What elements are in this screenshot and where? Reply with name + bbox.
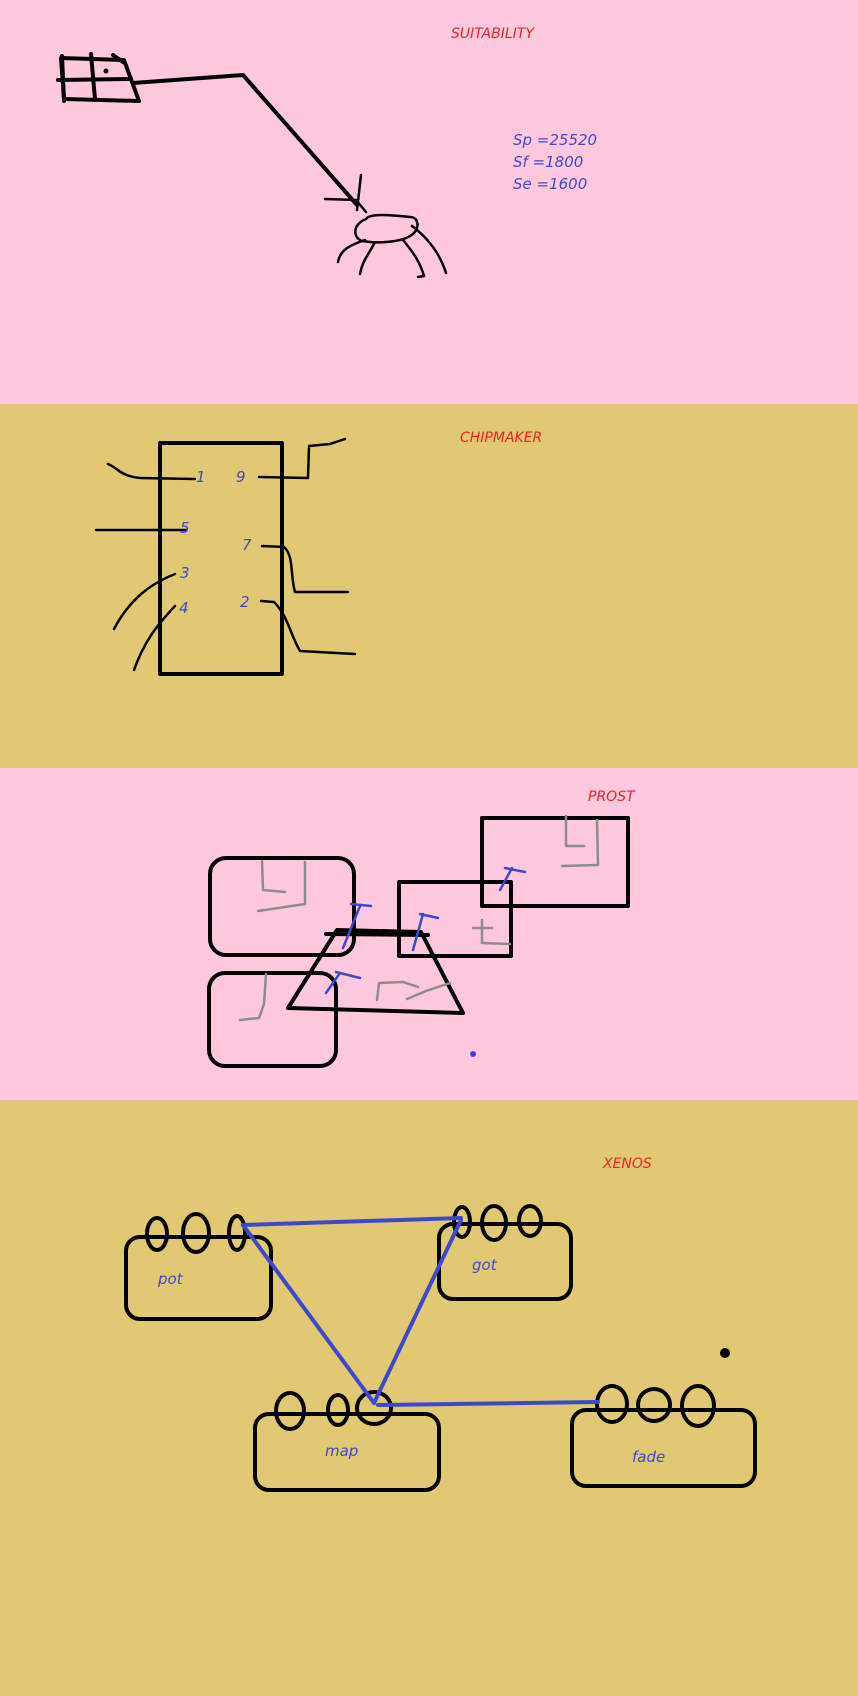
creature-sketch xyxy=(323,173,448,279)
node-pot-body xyxy=(124,1235,273,1321)
net-sketch xyxy=(56,52,141,103)
stat-se: Se =1600 xyxy=(513,175,588,193)
node-pot-label: pot xyxy=(158,1270,183,1288)
stage-trapezoid xyxy=(286,928,465,1015)
prost-drawing xyxy=(0,768,858,1100)
node-fade-body xyxy=(570,1408,757,1488)
link-pot-got xyxy=(241,1216,463,1227)
link-map-fade xyxy=(376,1400,600,1407)
chip-body xyxy=(158,441,284,676)
chipmaker-background xyxy=(0,404,858,768)
black-dot xyxy=(720,1348,730,1358)
pin-5: 5 xyxy=(180,519,190,537)
xenos-links xyxy=(241,1216,600,1407)
pin-2: 2 xyxy=(240,593,250,611)
xenos-title: XENOS xyxy=(603,1156,652,1172)
xenos-background xyxy=(0,1100,858,1696)
stat-sf: Sf =1800 xyxy=(513,153,584,171)
room-middle xyxy=(397,880,513,958)
prost-panel: PROST xyxy=(0,768,858,1100)
suitability-panel: SUITABILITY Sp =25520 Sf =1800 Se =1600 xyxy=(0,0,858,404)
room-bottom-left xyxy=(207,971,338,1068)
room-right xyxy=(480,816,630,908)
prost-shapes xyxy=(207,816,630,1068)
gray-marks xyxy=(238,814,600,1022)
chipmaker-drawing xyxy=(0,404,858,768)
node-got-label: got xyxy=(472,1256,497,1274)
link-got-map xyxy=(372,1218,463,1405)
xenos-drawing xyxy=(0,1100,858,1696)
link-pot-map xyxy=(241,1223,376,1405)
xenos-ports xyxy=(145,1204,716,1431)
room-top-left xyxy=(208,856,356,957)
suitability-drawing xyxy=(0,0,858,404)
pin-4: 4 xyxy=(179,599,189,617)
blue-dot xyxy=(470,1051,476,1057)
pin-3: 3 xyxy=(180,564,190,582)
chip-wires xyxy=(94,437,357,672)
stage-top-bar xyxy=(324,932,430,937)
node-map-label: map xyxy=(325,1442,359,1460)
chipmaker-panel: CHIPMAKER 1 9 5 7 3 2 4 xyxy=(0,404,858,768)
stat-sp: Sp =25520 xyxy=(513,131,598,149)
pin-9: 9 xyxy=(236,468,246,486)
pin-7: 7 xyxy=(242,536,252,554)
handle-line xyxy=(131,73,359,207)
prost-title: PROST xyxy=(588,789,635,805)
suitability-background xyxy=(0,0,858,404)
xenos-panel: XENOS pot got map fade xyxy=(0,1100,858,1696)
pin-1: 1 xyxy=(196,468,206,486)
net-dot xyxy=(103,68,109,74)
chipmaker-title: CHIPMAKER xyxy=(460,430,543,446)
node-fade-label: fade xyxy=(632,1448,666,1466)
blue-arrows xyxy=(324,866,527,995)
suitability-title: SUITABILITY xyxy=(451,26,534,42)
